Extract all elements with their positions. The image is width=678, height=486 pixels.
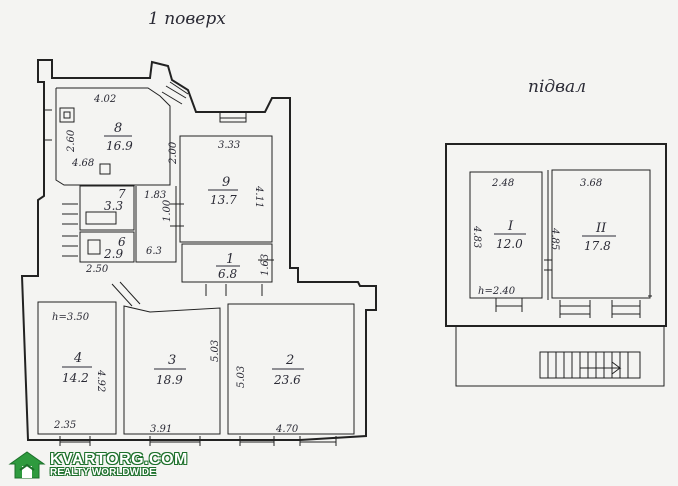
dim-label: 3.91	[150, 424, 172, 435]
room-1-area: 6.8	[218, 267, 237, 281]
dim-label: 4.11	[253, 185, 264, 208]
dim-label: 6.3	[146, 246, 162, 257]
basement-stairs	[539, 351, 641, 379]
room-3-number: 3	[168, 353, 176, 368]
dim-label: 1.00	[162, 199, 173, 222]
dim-label: 3.68	[580, 178, 602, 189]
room-9-area: 13.7	[210, 193, 237, 207]
room-4-area: 14.2	[62, 371, 89, 385]
room-8-area: 16.9	[106, 139, 133, 153]
basement-room-II-area: 17.8	[584, 239, 611, 253]
dim-label: 4.68	[71, 158, 94, 169]
room-4-number: 4	[73, 351, 82, 366]
dim-label: 2.48	[491, 178, 514, 189]
basement-room-II-number: II	[595, 221, 607, 236]
dim-label: 2.35	[53, 420, 76, 431]
dim-label: 4.83	[471, 225, 482, 248]
dim-label: 4.02	[93, 94, 116, 105]
dim-label: 2.00	[168, 141, 179, 165]
room-8-number: 8	[114, 121, 122, 136]
floor1-title: 1 поверх	[148, 9, 226, 29]
room-2-number: 2	[285, 353, 294, 368]
room-7-area: 3.3	[104, 199, 123, 213]
first-floor-plan	[20, 59, 377, 446]
labels: 1 поверх підвал 8 16.9 9 13.7 1 6.8 7 3.…	[52, 9, 616, 435]
room-9-number: 9	[222, 175, 230, 190]
room-6-number: 6	[118, 235, 126, 249]
dim-label: 2.60	[66, 129, 77, 153]
kvartorg-logo[interactable]: KVARTORG.COM REALTY WORLDWIDE	[8, 450, 188, 480]
dim-label: 3.33	[218, 140, 240, 151]
room-6-area: 2.9	[103, 247, 123, 261]
logo-brand-text: KVARTORG.COM	[50, 451, 188, 468]
basement-plan	[445, 143, 667, 387]
dim-label: h=2.40	[478, 286, 516, 297]
dim-label: 4.85	[549, 227, 560, 250]
house-logo-icon	[8, 451, 46, 479]
dim-label: 1.63	[260, 254, 271, 276]
dim-label: 5.03	[210, 340, 221, 362]
dim-label: 4.92	[95, 369, 106, 392]
dim-label: 4.70	[275, 424, 299, 435]
room-3-area: 18.9	[156, 373, 183, 387]
dim-label: 1.83	[144, 190, 166, 201]
dim-label: 2.50	[85, 264, 109, 275]
basement-room-I-area: 12.0	[496, 237, 523, 251]
dim-label: 5.03	[236, 366, 247, 388]
room-2-area: 23.6	[273, 373, 301, 387]
dim-label: h=3.50	[52, 312, 90, 323]
basement-room-I-number: I	[507, 219, 514, 234]
basement-title: підвал	[528, 77, 586, 97]
logo-tagline: REALTY WORLDWIDE	[50, 467, 156, 478]
room-1-number: 1	[226, 252, 234, 267]
room-7-number: 7	[118, 187, 126, 201]
